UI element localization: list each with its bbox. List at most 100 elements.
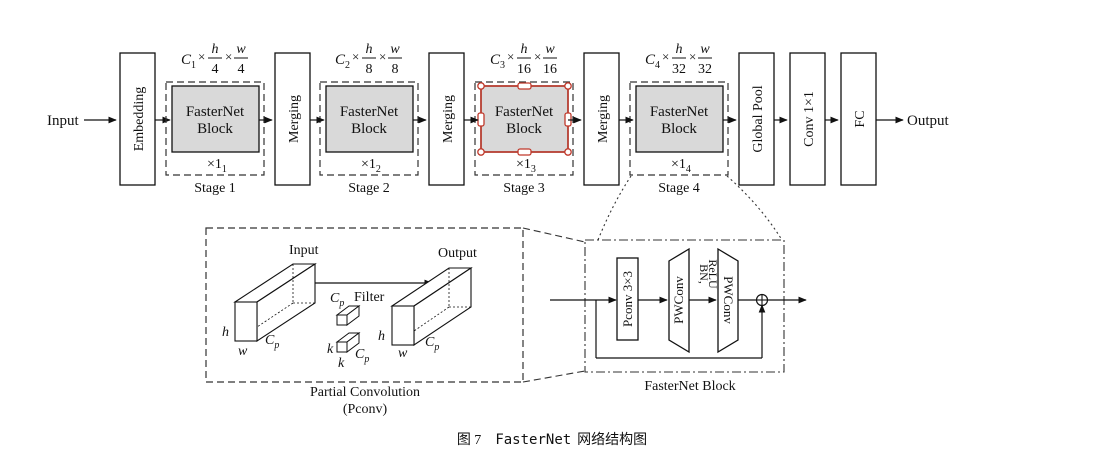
filter-k-label: k [327,342,334,357]
pconv-panel [205,227,524,383]
svg-text:×: × [507,49,514,64]
pconv-h-label: h [378,329,385,344]
output-tensor-cuboid [390,266,473,347]
resize-handle[interactable] [477,82,485,90]
svg-text:h: h [212,42,219,57]
svg-text:×: × [689,49,696,64]
svg-text:h: h [676,42,683,57]
merging-label: Merging [287,95,302,143]
svg-text:×: × [198,49,205,64]
svg-text:h: h [521,42,528,57]
svg-text:16: 16 [517,62,531,77]
resize-handle[interactable] [477,148,485,156]
input-tensor-cuboid [233,262,317,343]
svg-text:C1: C1 [181,52,196,71]
stage-frame [474,81,574,176]
pconv-cp-label: Cp [425,335,439,353]
conv1x1-box [789,52,826,186]
zoom-line [522,227,586,243]
fc-label: FC [853,110,868,127]
fasternet-block-label: Block [197,121,233,137]
pwconv1-label: PWConv [671,276,686,324]
fasternet-block-label: Block [506,121,542,137]
svg-text:w: w [545,42,555,57]
block-detail-panel [584,239,785,373]
stage-label: Stage 4 [658,181,700,196]
fasternet-block-box[interactable] [325,85,414,153]
svg-text:w: w [700,42,710,57]
global-pool-label: Global Pool [751,85,766,152]
resize-handle[interactable] [477,112,485,127]
svg-text:4: 4 [212,62,219,77]
output-label: Output [907,113,950,129]
conv1x1-label: Conv 1×1 [802,91,817,147]
merging-box [274,52,311,186]
input-label: Input [47,113,79,129]
zoom-line [726,175,783,241]
stage-frame [319,81,419,176]
stage-shape-formula: C2×h8×w8 [335,42,402,77]
filter-cp-label: Cp [330,291,344,309]
pconv-caption-line2: (Pconv) [343,402,388,417]
add-node [755,293,769,307]
resize-handle[interactable] [517,148,532,156]
stage-repeat-count: ×13 [516,157,536,175]
resize-handle[interactable] [517,82,532,90]
pwconv-expand-shape [668,247,690,354]
svg-text:32: 32 [698,62,712,77]
resize-handle[interactable] [564,148,572,156]
stage-3 [474,81,574,176]
fasternet-block-label: FasterNet [340,104,399,120]
stage-shape-formula: C3×h16×w16 [490,42,557,77]
stage-repeat-count: ×11 [207,157,227,175]
bn-label: BN, [697,264,711,284]
fasternet-block-label: FasterNet [186,104,245,120]
filter-cube [335,332,361,353]
svg-text:C4: C4 [645,52,660,71]
pconv-w-label: w [398,346,408,361]
svg-text:w: w [390,42,400,57]
stage-shape-formula: C4×h32×w32 [645,42,712,77]
resize-handle[interactable] [564,82,572,90]
relu-label: ReLU [706,259,720,289]
stage-label: Stage 1 [194,181,236,196]
filter-label: Filter [354,290,385,305]
zoom-line [597,175,632,241]
svg-text:4: 4 [238,62,245,77]
fasternet-block-label: FasterNet [650,104,709,120]
svg-text:×: × [352,49,359,64]
pconv-w-label: w [238,344,248,359]
stage-2 [319,81,419,176]
svg-text:×: × [379,49,386,64]
pconv3x3-label: Pconv 3×3 [620,271,635,327]
fasternet-block-box[interactable] [171,85,260,153]
filter-cp-label: Cp [355,347,369,365]
embedding-label: Embedding [132,87,147,152]
svg-text:8: 8 [392,62,399,77]
filter-cube [335,305,361,326]
pconv-caption-line1: Partial Convolution [310,385,420,400]
stage-frame [165,81,265,176]
fasternet-block-box[interactable] [635,85,724,153]
merging-box [583,52,620,186]
fasternet-block-label: Block [351,121,387,137]
merging-box [428,52,465,186]
pconv-cp-label: Cp [265,333,279,351]
svg-text:h: h [366,42,373,57]
pwconv2-label: PWConv [721,276,736,324]
svg-text:×: × [662,49,669,64]
svg-text:8: 8 [366,62,373,77]
pconv-input-label: Input [289,243,319,258]
block-detail-caption: FasterNet Block [644,379,735,394]
stage-frame [629,81,729,176]
fasternet-block-label: FasterNet [495,104,554,120]
stage-label: Stage 2 [348,181,390,196]
merging-label: Merging [596,95,611,143]
stage-repeat-count: ×12 [361,157,381,175]
global-pool-box [738,52,775,186]
fasternet-block-label: Block [661,121,697,137]
stage-1 [165,81,265,176]
pconv-h-label: h [222,325,229,340]
embedding-box [119,52,156,186]
